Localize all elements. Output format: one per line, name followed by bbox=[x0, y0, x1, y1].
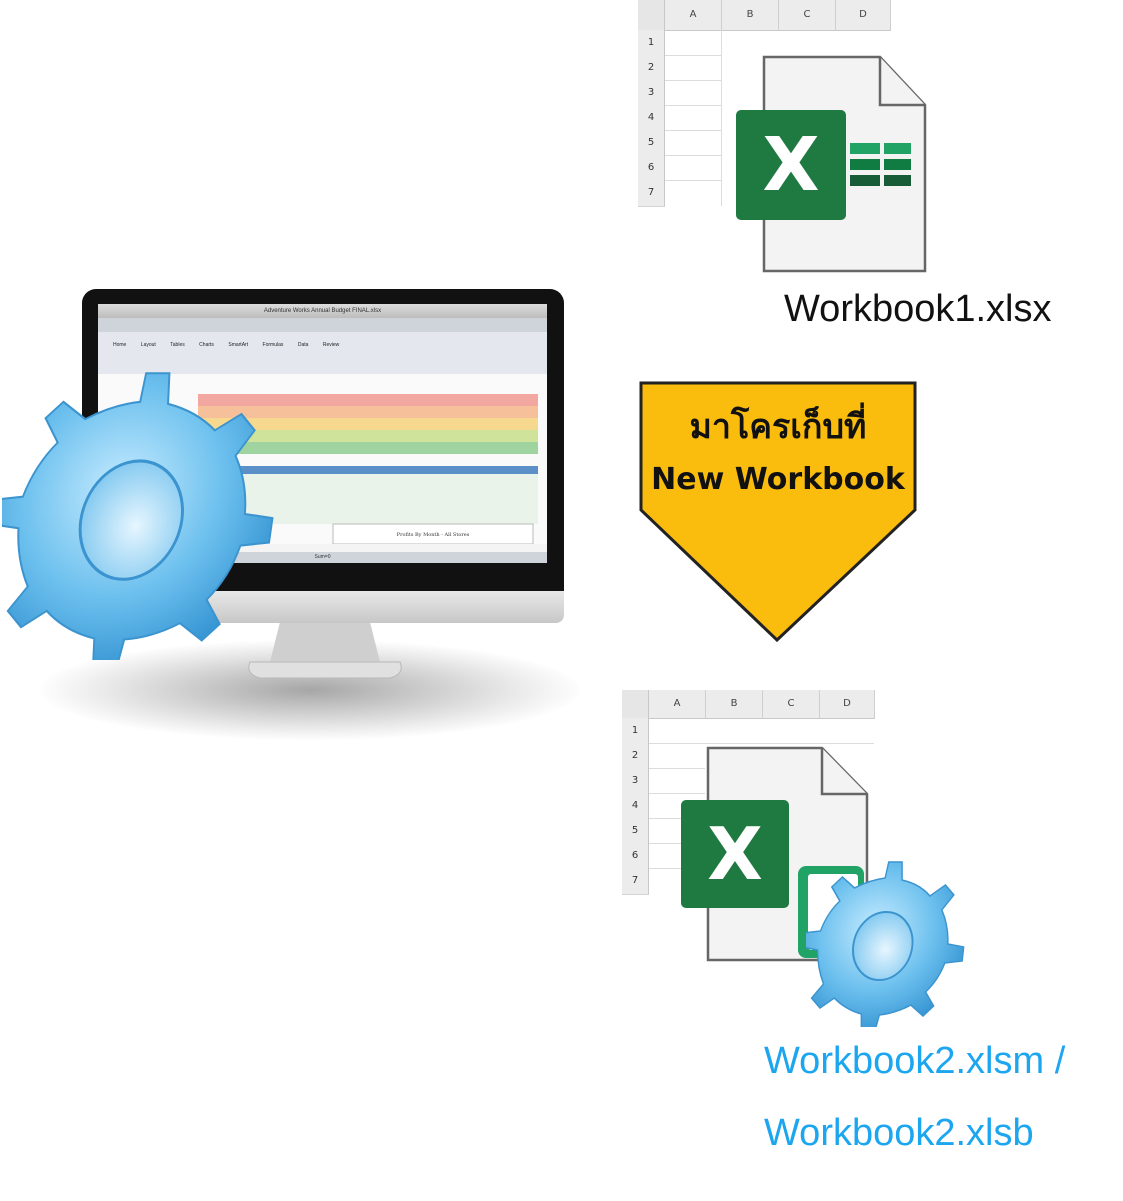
row-header: 4 bbox=[638, 105, 665, 131]
macro-gear-icon bbox=[2, 372, 274, 660]
status-text: Sum=0 bbox=[314, 554, 331, 560]
ribbon-tab: Charts bbox=[199, 342, 214, 348]
row-header: 3 bbox=[638, 80, 665, 106]
sheet-corner bbox=[638, 0, 665, 31]
status-bar: Sum=0 bbox=[98, 552, 547, 563]
row-header: 6 bbox=[638, 155, 665, 181]
gridline bbox=[649, 743, 874, 744]
target-file-label-line1: Workbook2.xlsm / bbox=[764, 1040, 1066, 1082]
gridline bbox=[665, 155, 721, 156]
column-header: D bbox=[820, 690, 875, 719]
row-header: 7 bbox=[638, 180, 665, 207]
excel-logo-icon: X bbox=[681, 800, 789, 908]
window-toolbar bbox=[98, 318, 547, 332]
row-header: 6 bbox=[622, 843, 649, 869]
row-header: 3 bbox=[622, 768, 649, 794]
window-titlebar: Adventure Works Annual Budget FINAL.xlsx bbox=[98, 304, 547, 318]
ribbon-tab: Tables bbox=[170, 342, 185, 348]
column-header: B bbox=[722, 0, 779, 31]
ribbon-tab: SmartArt bbox=[228, 342, 249, 348]
sheet-corner bbox=[622, 690, 649, 719]
column-header: A bbox=[665, 0, 722, 31]
gridline bbox=[649, 843, 705, 844]
column-header: C bbox=[779, 0, 836, 31]
chart-title: Profits By Month - All Stores bbox=[397, 532, 470, 538]
column-header: B bbox=[706, 690, 763, 719]
gridline bbox=[665, 180, 721, 181]
gridline bbox=[649, 768, 705, 769]
row-header: 1 bbox=[622, 718, 649, 744]
arrow-title-english: New Workbook bbox=[651, 462, 905, 497]
gridline bbox=[649, 793, 705, 794]
gridline bbox=[665, 130, 721, 131]
gridline bbox=[649, 818, 705, 819]
gridline bbox=[649, 868, 705, 869]
ribbon-tabs: Home Layout Tables Charts SmartArt Formu… bbox=[108, 333, 344, 351]
row-header: 2 bbox=[638, 55, 665, 81]
monitor-stand bbox=[248, 622, 402, 679]
column-header: A bbox=[649, 690, 706, 719]
gridline bbox=[665, 105, 721, 106]
row-header: 5 bbox=[638, 130, 665, 156]
ribbon-tab: Review bbox=[322, 342, 340, 348]
arrow-title-thai: มาโครเก็บที่ bbox=[689, 407, 867, 447]
macro-gear-icon bbox=[806, 861, 965, 1027]
row-header: 5 bbox=[622, 818, 649, 844]
down-arrow-shape bbox=[639, 381, 917, 643]
ribbon-tab: Formulas bbox=[262, 342, 284, 348]
gridline bbox=[665, 55, 721, 56]
ribbon-tab: Home bbox=[113, 342, 127, 348]
column-header: D bbox=[836, 0, 891, 31]
source-file-label: Workbook1.xlsx bbox=[784, 288, 1052, 330]
row-header: 7 bbox=[622, 868, 649, 895]
ribbon: Home Layout Tables Charts SmartArt Formu… bbox=[98, 332, 547, 375]
row-header: 2 bbox=[622, 743, 649, 769]
target-file-label-line2: Workbook2.xlsb bbox=[764, 1112, 1034, 1154]
column-header: C bbox=[763, 690, 820, 719]
gridline bbox=[665, 80, 721, 81]
row-header: 1 bbox=[638, 30, 665, 56]
ribbon-tab: Data bbox=[297, 342, 309, 348]
gridline bbox=[721, 30, 722, 206]
row-header: 4 bbox=[622, 793, 649, 819]
ribbon-tab: Layout bbox=[140, 342, 156, 348]
window-title: Adventure Works Annual Budget FINAL.xlsx bbox=[263, 308, 382, 314]
excel-logo-icon: X bbox=[736, 110, 846, 220]
